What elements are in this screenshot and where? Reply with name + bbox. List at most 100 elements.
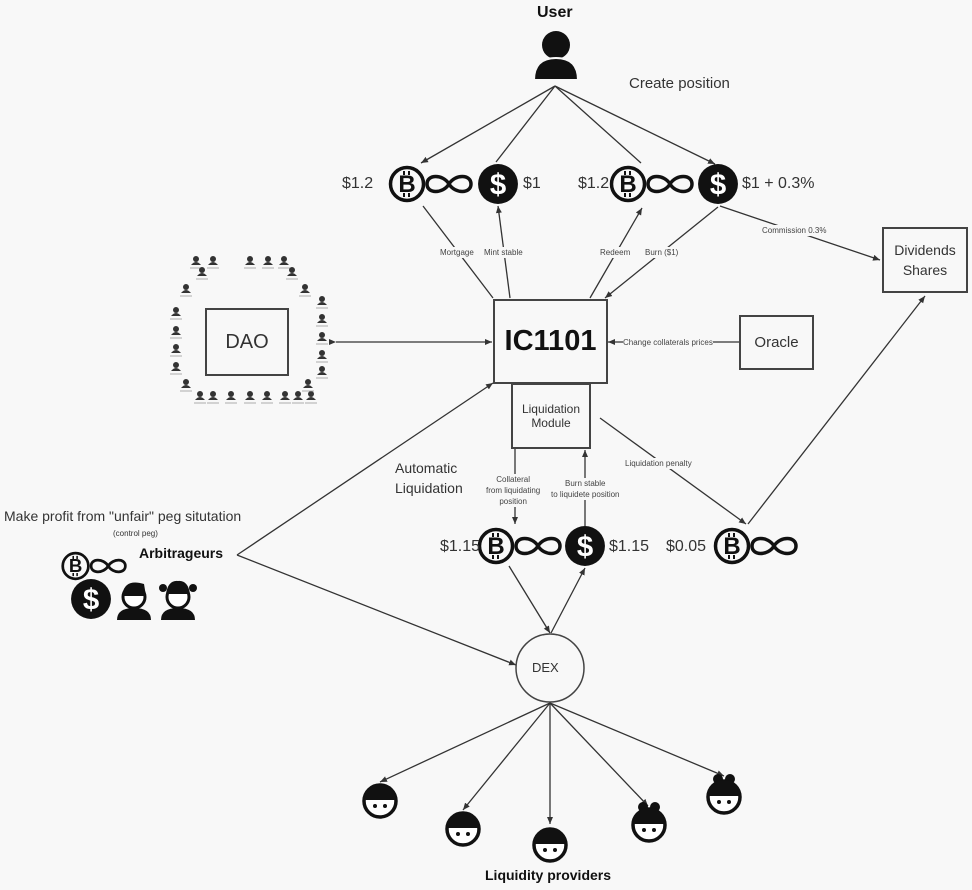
dao-member-icon [244,390,256,404]
dao-member-icon [244,255,256,269]
dao-member-icon [302,378,314,392]
dex-lp-edges [379,702,725,824]
token-price: $1.15 [609,538,650,555]
liquidation-module-label-line2: Module [531,416,571,430]
dao-member-icon [190,255,202,269]
dollar-icon [478,164,518,204]
dao-member-icon [262,255,274,269]
oracle-label: Oracle [754,334,799,351]
arbitrageur-boy-icon [117,582,151,620]
mint-stable-label: Mint stable [484,247,523,258]
dao-member-icon [279,390,291,404]
burn-stable-label: Burn stable to liquidete position [551,478,620,500]
liquidity-provider-icon [631,800,667,843]
edge-user-btc1 [420,85,556,164]
dex-node[interactable] [515,633,585,703]
liquidation-module-label-line1: Liquidation [521,402,581,416]
collateral-label: Collateral from liquidating position [486,474,541,507]
dao-member-icon [316,295,328,309]
user-icon [532,31,580,81]
liquidation-module-node[interactable]: Liquidation Module [511,383,591,449]
user-label: User [537,4,573,21]
liquidity-provider-icon [445,810,481,847]
collateral-line3: position [499,497,527,506]
dao-member-icon [170,325,182,339]
liquidity-provider-icon [532,826,568,863]
collateral-line2: from liquidating [486,486,541,495]
token-price: $1 + 0.3% [742,175,815,192]
collateral-line1: Collateral [496,475,531,484]
token-price: $1.2 [578,175,610,192]
btc-infinity-icon [609,165,694,203]
btc-infinity-icon [713,527,798,565]
create-position-label: Create position [629,75,730,92]
dao-member-icon [225,390,237,404]
edge-btc-dex [508,565,551,634]
dao-member-icon [299,283,311,297]
liquidation-penalty-label: Liquidation penalty [625,458,692,469]
dao-member-icon [180,283,192,297]
burn-stable-line2: to liquidete position [551,490,620,499]
arbitrage-sub: (control peg) [113,529,158,538]
dao-member-icon [207,390,219,404]
dollar-icon [71,579,111,619]
dao-member-icon [180,378,192,392]
liquidity-provider-icon [362,782,398,819]
token-price: $1.2 [342,175,374,192]
commission-label: Commission 0.3% [762,225,827,236]
dao-member-icon [261,390,273,404]
edge-user-dollar1 [495,85,556,163]
dao-member-icon [170,306,182,320]
burn-label: Burn ($1) [645,247,679,258]
btc-infinity-icon [477,527,562,565]
arbitrage-headline: Make profit from "unfair" peg situtation [4,508,242,524]
burn-stable-line1: Burn stable [565,479,606,488]
dividends-label-line1: Dividends [894,242,956,258]
liquidity-provider-icon [706,772,742,815]
token-price: $1.15 [440,538,481,555]
automatic-liquidation-label: Automatic Liquidation [395,458,463,498]
user-edges [420,85,716,165]
btc-infinity-icon [61,551,127,581]
btc-infinity-icon [388,165,473,203]
edge-penalty-dividends [747,295,926,525]
edge-dex-dollar [550,567,586,634]
liquidity-providers-label: Liquidity providers [485,867,612,883]
automatic-liquidation-line2: Liquidation [395,480,463,496]
dao-node[interactable]: DAO [205,308,289,376]
edge-user-dollar2 [554,85,716,165]
dex-label: DEX [532,660,559,675]
dao-member-icon [207,255,219,269]
dao-member-icon [316,313,328,327]
automatic-liquidation-line1: Automatic [395,460,458,476]
edge-arb-ic [236,382,494,556]
dao-member-icon [286,266,298,280]
dao-member-icon [316,349,328,363]
ic1101-label: IC1101 [504,325,597,357]
dao-member-icon [278,255,290,269]
dao-member-icon [194,390,206,404]
arbitrageurs-label: Arbitrageurs [139,545,224,561]
ic1101-node[interactable]: IC1101 [493,299,608,384]
mortgage-label: Mortgage [440,247,474,258]
dao-member-icon [170,343,182,357]
dao-label: DAO [225,330,269,353]
dao-member-icon [316,331,328,345]
edge-penalty [599,417,747,525]
token-price: $1 [523,175,541,192]
dao-member-icon [305,390,317,404]
arbitrageurs-icons [61,551,197,620]
redeem-label: Redeem [600,247,631,258]
dividends-shares-node[interactable]: Dividends Shares [882,227,968,293]
edge-user-btc2 [554,85,642,164]
edge-arb-dex [236,554,517,666]
oracle-node[interactable]: Oracle [739,315,814,370]
dollar-icon [565,526,605,566]
dao-member-icon [196,266,208,280]
dao-member-icon [292,390,304,404]
dao-member-icon [170,361,182,375]
dividends-label-line2: Shares [902,262,948,278]
dollar-icon [698,164,738,204]
token-price: $0.05 [666,538,707,555]
